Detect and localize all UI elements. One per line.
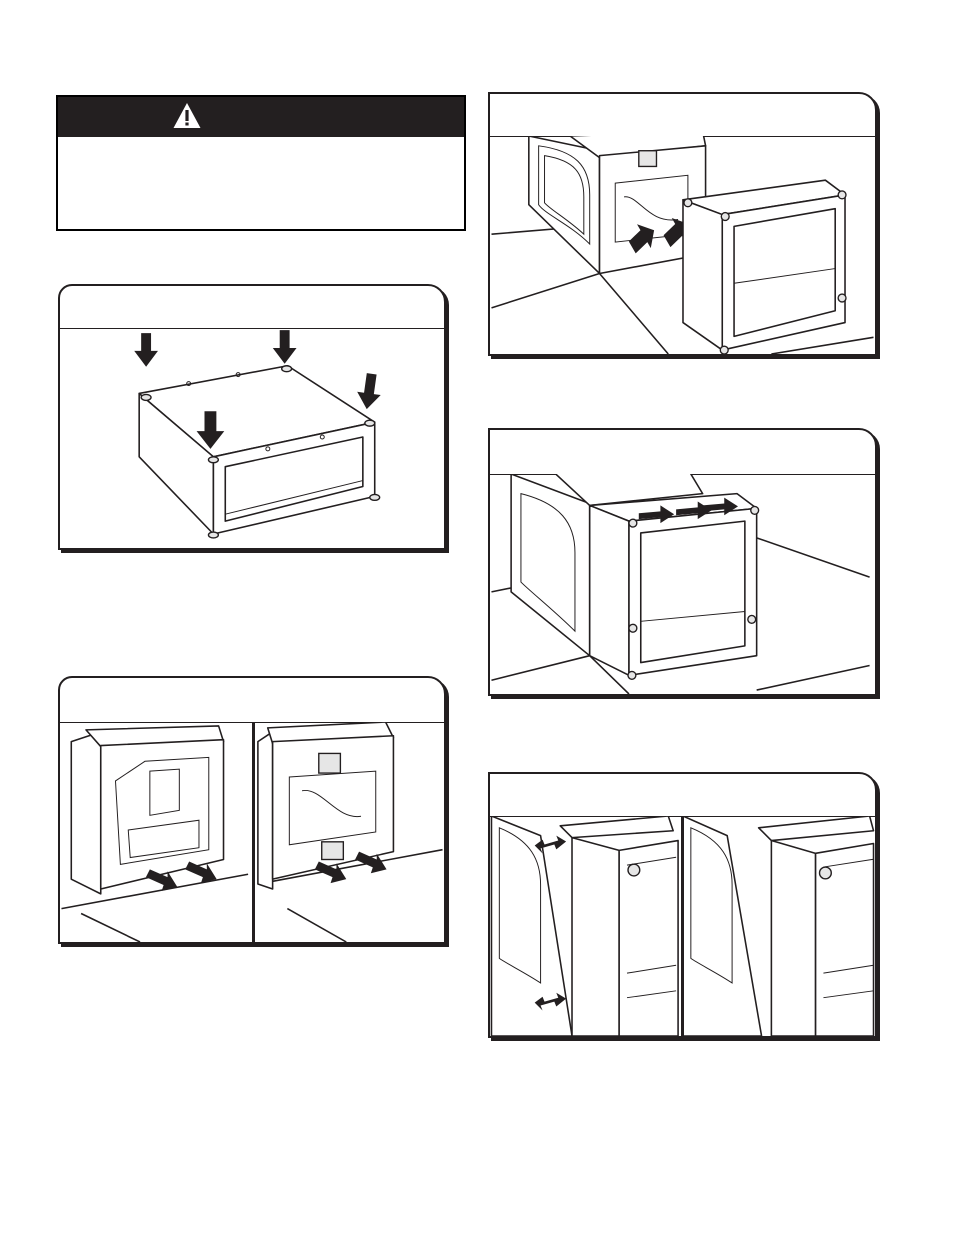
figure-dryer-front-slide bbox=[488, 92, 877, 356]
warning-box bbox=[56, 95, 466, 231]
figure-header bbox=[490, 94, 875, 137]
bracket-drawing bbox=[61, 722, 443, 942]
dryer-pedestal-drawing bbox=[491, 136, 874, 354]
figure-align-pedestal bbox=[488, 772, 877, 1038]
warning-triangle-icon bbox=[173, 103, 201, 128]
figure-header bbox=[490, 430, 875, 475]
figure-header bbox=[60, 678, 444, 723]
view-divider bbox=[681, 816, 684, 1036]
warning-header-bar bbox=[58, 97, 464, 137]
figure-dryer-bottom-brackets bbox=[58, 676, 446, 944]
figure-pedestal-slide-in bbox=[488, 428, 877, 696]
alignment-drawing bbox=[490, 816, 875, 1036]
figure-header bbox=[490, 774, 875, 817]
figure-pedestal-feet bbox=[58, 284, 446, 550]
down-arrow-icon bbox=[134, 330, 381, 449]
figure-header bbox=[60, 286, 444, 329]
view-divider bbox=[252, 722, 255, 942]
pedestal-drawing bbox=[134, 330, 381, 539]
slide-in-drawing bbox=[491, 474, 870, 694]
